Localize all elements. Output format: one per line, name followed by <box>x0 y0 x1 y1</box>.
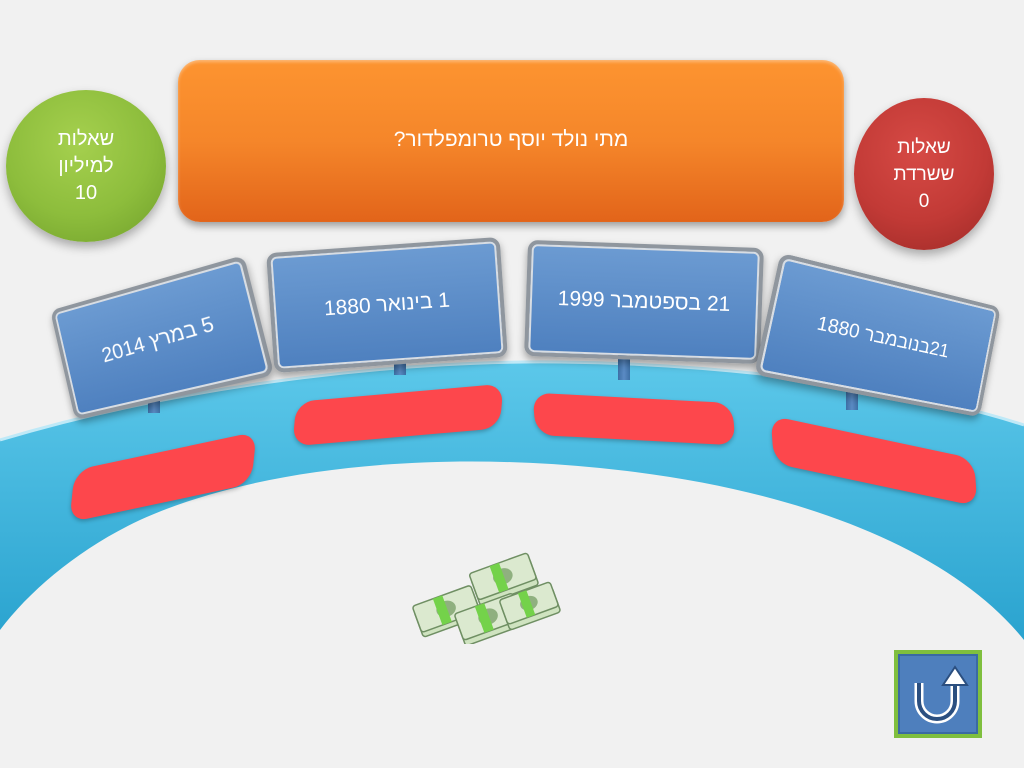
questions-to-million-counter: שאלות למיליון 10 <box>6 90 166 242</box>
question-box: מתי נולד יוסף טרומפלדור? <box>178 60 844 222</box>
counter-label-line1: שאלות <box>57 127 115 150</box>
answer-sign-3[interactable]: 21 בספטמבר 1999 <box>524 239 764 365</box>
u-turn-arrow-icon <box>914 665 969 724</box>
counter-label-line1: שאלות <box>897 136 951 158</box>
counter-label-line2: ששרדת <box>893 163 955 185</box>
back-button-face <box>898 654 978 734</box>
counter-value: 0 <box>918 190 930 212</box>
answer-label: 5 במרץ 2014 <box>99 312 217 368</box>
counter-label-line2: למיליון <box>58 154 114 177</box>
answer-label: 21בנובמבר 1880 <box>814 313 951 363</box>
answer-sign-2[interactable]: 1 בינואר 1880 <box>266 236 508 374</box>
answer-label: 21 בספטמבר 1999 <box>557 286 731 317</box>
counter-value: 10 <box>74 181 98 204</box>
money-stack-icon <box>406 548 566 646</box>
answer-label: 1 בינואר 1880 <box>323 288 451 321</box>
back-button[interactable] <box>894 650 982 738</box>
questions-survived-counter: שאלות ששרדת 0 <box>854 98 994 250</box>
question-text: מתי נולד יוסף טרומפלדור? <box>393 128 629 151</box>
